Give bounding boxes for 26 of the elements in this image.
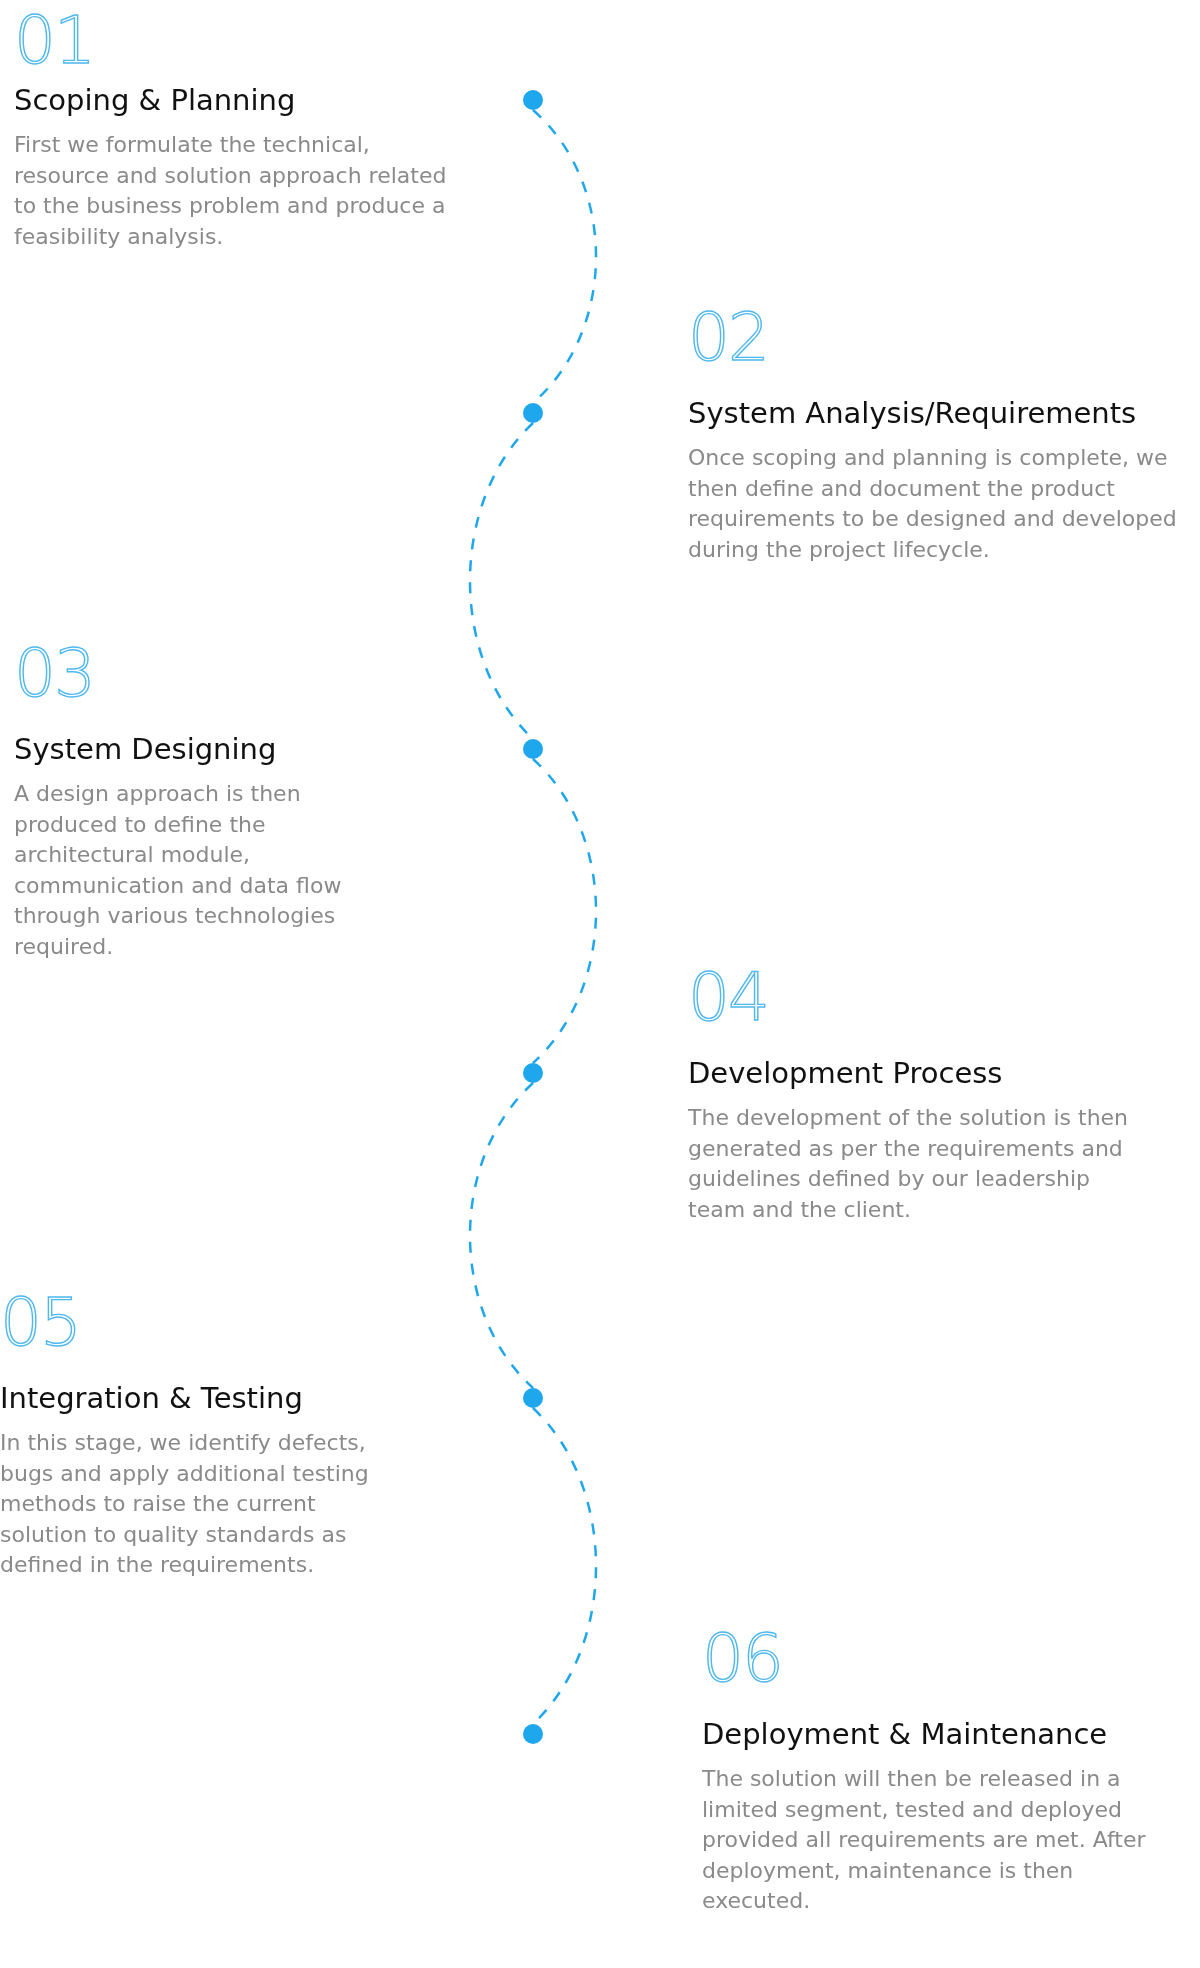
dot-marker: [523, 1724, 543, 1744]
step-number: 06: [702, 1626, 782, 1692]
dot-marker: [523, 1063, 543, 1083]
step-description: The development of the solution is then generated as per the requirements and guidelines defined by our leadership team and the client.: [688, 1104, 1130, 1224]
dot-marker: [523, 1388, 543, 1408]
step-description: The solution will then be released in a limited segment, tested and deployed provided all requirements are met. After deployment, maintenance is then executed.: [702, 1765, 1147, 1915]
step-description: Once scoping and planning is complete, we then define and document the product requirements to be designed and developed during the project lifecycle.: [688, 444, 1178, 564]
dot-marker: [523, 90, 543, 110]
step-description: In this stage, we identify defects, bugs and apply additional testing methods to raise the current solution to quality standards as defined in the requirements.: [0, 1429, 370, 1579]
dot-marker: [523, 403, 543, 423]
step-title: Deployment & Maintenance: [702, 1717, 1108, 1751]
dashed-connector: [468, 1082, 534, 1389]
step-number: 02: [688, 305, 768, 371]
step-description: First we formulate the technical, resource and solution approach related to the business problem and produce a feasibility analysis.: [14, 131, 448, 251]
dot-marker: [523, 739, 543, 759]
step-number: 05: [0, 1290, 80, 1356]
step-title: System Designing: [14, 732, 277, 766]
step-title: System Analysis/Requirements: [688, 396, 1137, 430]
step-number: 01: [14, 8, 94, 74]
step-number: 04: [688, 965, 768, 1031]
step-number: 03: [14, 641, 94, 707]
step-title: Scoping & Planning: [14, 83, 296, 117]
step-description: A design approach is then produced to define the architectural module, communication and data flow through various technologies required.: [14, 780, 343, 961]
dashed-connector: [532, 758, 598, 1064]
step-title: Integration & Testing: [0, 1381, 303, 1415]
step-title: Development Process: [688, 1056, 1003, 1090]
